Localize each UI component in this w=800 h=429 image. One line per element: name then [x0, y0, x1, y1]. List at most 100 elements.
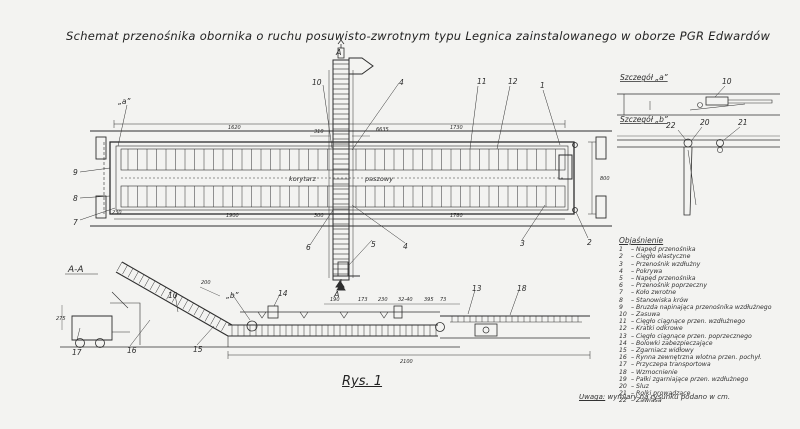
legend-item-text: – Bolowki zabezpieczające — [631, 339, 713, 347]
legend-item: 11– Cięgło ciągnące przen. wzdłużnego — [619, 318, 789, 325]
legend-item: 14 – Bolowki zabezpieczające — [619, 340, 789, 347]
note-text: wymiary na rysunku podano w cm. — [607, 393, 731, 401]
callout-16: 16 — [127, 346, 137, 355]
dim-bottom-left: 1900 — [226, 213, 239, 219]
legend-item-text: – Pałki zgarniające przen. wzdłużnego — [631, 375, 749, 383]
legend-item-number: 13 — [619, 332, 627, 340]
detail-b-label: Szczegół „b” — [620, 115, 668, 124]
callout-17: 17 — [72, 348, 82, 357]
legend-item-text: – Napęd przenośnika — [631, 246, 696, 254]
legend-item-text: – Cięgło elastyczne — [631, 253, 691, 261]
legend-item-number: 15 — [619, 347, 627, 355]
dim-s-200: 200 — [201, 280, 211, 286]
legend-item-text: – Zasuwa — [631, 311, 661, 319]
legend-item-text: – Przenośnik wzdłużny — [631, 260, 701, 268]
dim-top-right: 1730 — [450, 125, 463, 131]
legend-item-number: 2 — [619, 253, 623, 261]
plan-view — [79, 39, 612, 291]
legend-item-number: 3 — [619, 260, 623, 268]
callout-8: 8 — [73, 194, 78, 203]
dim-s-73: 73 — [440, 297, 446, 303]
dimension-note: Uwaga: wymiary na rysunku podano w cm. — [579, 393, 730, 401]
legend: Objaśnienie 1 – Napęd przenośnika 2 – Cięgł… — [619, 237, 789, 405]
callout-3: 3 — [520, 239, 525, 248]
legend-item: 17 – Przyczepa transportowa — [619, 361, 789, 368]
legend-item: 7– Koło zwrotne — [619, 289, 789, 296]
legend-item: 18– Wzmocnienie — [619, 369, 789, 376]
legend-item-text: – Rolki prowadzące — [631, 390, 691, 398]
legend-item: 10 – Zasuwa — [619, 311, 789, 318]
callout-18: 18 — [517, 284, 527, 293]
dim-top-total: 6635 — [376, 127, 389, 133]
legend-list: 1 – Napęd przenośnika 2 – Cięgło elastyczne… — [619, 246, 789, 404]
legend-item: 3 – Przenośnik wzdłużny — [619, 261, 789, 268]
legend-item: 1 – Napęd przenośnika — [619, 246, 789, 253]
legend-item: 5– Napęd przenośnika — [619, 275, 789, 282]
legend-item-text: – Zawiasa — [631, 397, 662, 405]
legend-item-number: 4 — [619, 267, 623, 275]
legend-item-number: 17 — [619, 361, 627, 369]
callout-10-top: 10 — [312, 78, 322, 87]
legend-item: 20– Sluz — [619, 383, 789, 390]
legend-item-text: – Przenośnik poprzeczny — [631, 282, 707, 290]
callout-5: 5 — [371, 240, 376, 249]
legend-item-number: 16 — [619, 354, 627, 362]
dim-right-vertical: 800 — [600, 176, 610, 182]
callout-9: 9 — [73, 168, 78, 177]
callout-4-top: 4 — [399, 78, 404, 87]
legend-item-number: 21 — [619, 390, 627, 398]
legend-item: 12 – Kratki odkrowe — [619, 325, 789, 332]
dim-left-vertical: 230 — [112, 210, 122, 216]
section-mark-bottom: A — [333, 290, 339, 299]
callout-20: 20 — [700, 118, 710, 127]
legend-item-text: – Rynna zewnętrzna wlotna przen. pochył. — [631, 354, 762, 362]
section-mark-top: A — [335, 48, 341, 57]
legend-item-number: 8 — [619, 296, 623, 304]
callout-14: 14 — [278, 289, 288, 298]
legend-item-text: – Bruzda napinająca przenośnika wzdłużne… — [631, 303, 772, 311]
dim-bottom-mid: 300 — [314, 213, 324, 219]
legend-item-text: – Napęd przenośnika — [631, 275, 696, 283]
legend-item-text: – Pokrywa — [631, 267, 663, 275]
callout-b: „b” — [226, 291, 239, 300]
legend-item-text: – Kratki odkrowe — [631, 325, 683, 333]
legend-item-number: 14 — [619, 339, 627, 347]
legend-item: 4 – Pokrywa — [619, 268, 789, 275]
legend-item-number: 12 — [619, 325, 627, 333]
figure-label: Rys. 1 — [342, 374, 383, 389]
legend-item-text: – Cięgło ciągnące przen. poprzecznego — [631, 332, 752, 340]
callout-15: 15 — [193, 345, 203, 354]
legend-item-number: 19 — [619, 375, 627, 383]
callout-12: 12 — [508, 77, 518, 86]
section-a-a — [60, 261, 591, 359]
drawing-title: Schemat przenośnika obornika o ruchu pos… — [66, 29, 771, 43]
legend-item-text: – Zgarniacz widłowy — [631, 347, 694, 355]
dim-s-395: 395 — [424, 297, 434, 303]
callout-7: 7 — [73, 218, 78, 227]
legend-item-number: 1 — [619, 246, 623, 254]
legend-item: 2 – Cięgło elastyczne — [619, 253, 789, 260]
dim-s-275: 275 — [56, 316, 66, 322]
legend-item-text: – Stanowiska krów — [631, 296, 689, 304]
callout-11: 11 — [477, 77, 487, 86]
legend-item-number: 18 — [619, 368, 627, 376]
legend-item-number: 6 — [619, 282, 623, 290]
dim-top-left: 1620 — [228, 125, 241, 131]
legend-item-text: – Przyczepa transportowa — [631, 361, 711, 369]
legend-item-number: 7 — [619, 289, 623, 297]
legend-item-number: 10 — [619, 311, 627, 319]
legend-item-number: 11 — [619, 318, 627, 326]
legend-item-number: 22 — [619, 397, 627, 405]
note-label: Uwaga: — [579, 393, 606, 401]
legend-item: 13 – Cięgło ciągnące przen. poprzecznego — [619, 333, 789, 340]
legend-title: Objaśnienie — [619, 236, 664, 245]
legend-item: 21 – Rolki prowadzące — [619, 390, 789, 397]
dim-bottom-right: 1780 — [450, 213, 463, 219]
corridor-label-2: paszowy — [364, 175, 393, 183]
section-label: A-A — [67, 265, 84, 275]
callout-6: 6 — [306, 243, 311, 252]
legend-item: 19 – Pałki zgarniające przen. wzdłużnego — [619, 376, 789, 383]
callout-21: 21 — [738, 118, 748, 127]
detail-b — [617, 126, 780, 216]
